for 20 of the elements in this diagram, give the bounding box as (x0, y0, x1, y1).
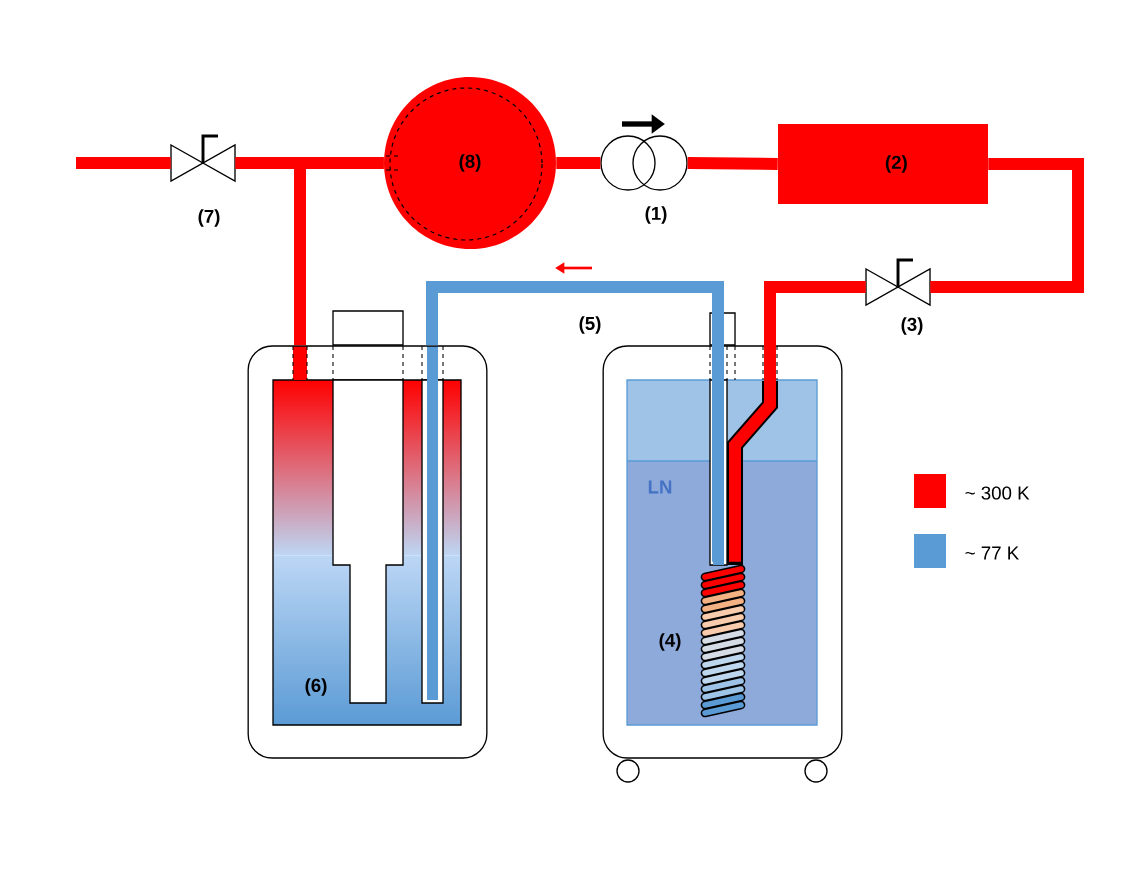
node-label: (7) (198, 209, 220, 227)
valve: (3) (865, 258, 931, 335)
legend-label: ~ 300 K (965, 486, 1030, 500)
pipe (556, 157, 601, 169)
node-label: (3) (901, 317, 923, 335)
pipe (930, 158, 1084, 293)
edge-label: (5) (579, 316, 601, 334)
dewar: (6) (247, 345, 488, 759)
node-label: (1) (645, 206, 667, 224)
legend-label: ~ 77 K (965, 546, 1019, 560)
purifier-box: (2) (778, 124, 988, 204)
tank: (8) (384, 77, 556, 249)
pipe (426, 281, 724, 562)
valve: (7) (170, 134, 236, 227)
pipe (76, 157, 171, 169)
coil: (4) (659, 564, 746, 718)
pipe (687, 157, 778, 170)
compressor: (1) (600, 135, 688, 224)
pipe (294, 157, 384, 346)
pipe (729, 281, 866, 562)
